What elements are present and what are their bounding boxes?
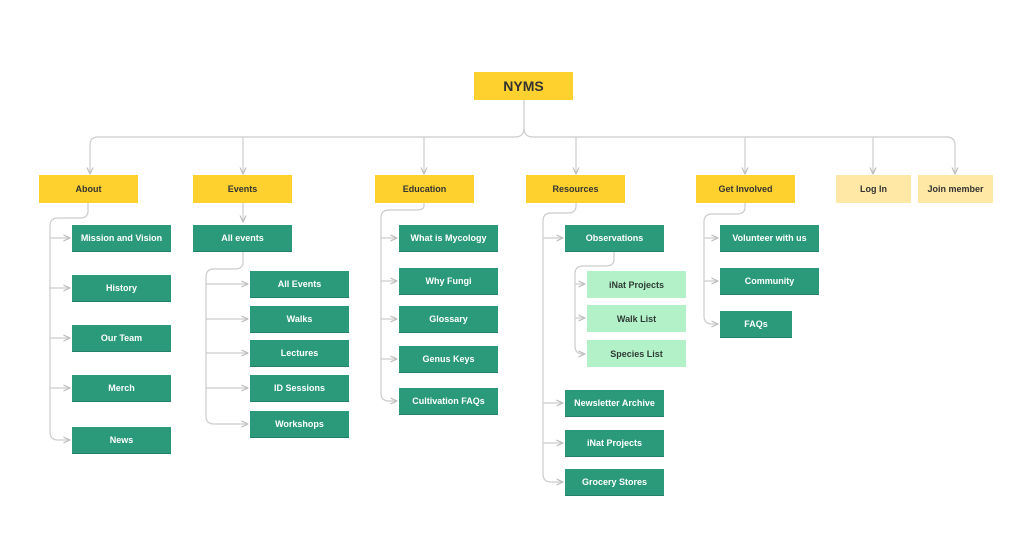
page-cultivation-faqs: Cultivation FAQs (399, 388, 498, 415)
page-all-events-header: All events (193, 225, 292, 252)
page-our-team: Our Team (72, 325, 171, 352)
category-join-member: Join member (918, 175, 993, 203)
page-all-events: All Events (250, 271, 349, 298)
page-why-fungi: Why Fungi (399, 268, 498, 295)
page-workshops: Workshops (250, 411, 349, 438)
category-log-in: Log In (836, 175, 911, 203)
subpage-walk-list: Walk List (587, 305, 686, 332)
page-volunteer-with-us: Volunteer with us (720, 225, 819, 252)
category-resources: Resources (526, 175, 625, 203)
page-inat-projects: iNat Projects (565, 430, 664, 457)
page-what-is-mycology: What is Mycology (399, 225, 498, 252)
category-get-involved: Get Involved (696, 175, 795, 203)
subpage-inat-projects: iNat Projects (587, 271, 686, 298)
page-observations: Observations (565, 225, 664, 252)
category-education: Education (375, 175, 474, 203)
page-walks: Walks (250, 306, 349, 333)
page-mission-and-vision: Mission and Vision (72, 225, 171, 252)
page-id-sessions: ID Sessions (250, 375, 349, 402)
page-faqs: FAQs (720, 311, 792, 338)
subpage-species-list: Species List (587, 340, 686, 367)
category-events: Events (193, 175, 292, 203)
page-newsletter-archive: Newsletter Archive (565, 390, 664, 417)
page-grocery-stores: Grocery Stores (565, 469, 664, 496)
root-node-nyms: NYMS (474, 72, 573, 100)
category-about: About (39, 175, 138, 203)
page-community: Community (720, 268, 819, 295)
page-merch: Merch (72, 375, 171, 402)
page-genus-keys: Genus Keys (399, 346, 498, 373)
page-news: News (72, 427, 171, 454)
page-history: History (72, 275, 171, 302)
page-lectures: Lectures (250, 340, 349, 367)
page-glossary: Glossary (399, 306, 498, 333)
